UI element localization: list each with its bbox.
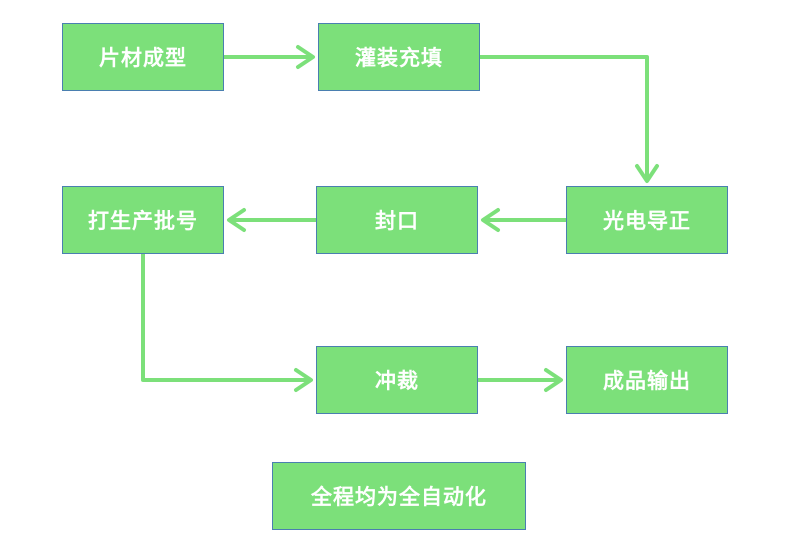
- node-sheet-forming-label: 片材成型: [99, 46, 187, 70]
- node-sheet-forming: 片材成型: [62, 23, 224, 91]
- node-photoelectric-alignment: 光电导正: [566, 186, 728, 254]
- edge-filling-to-alignment: [478, 55, 649, 182]
- node-sealing-label: 封口: [375, 209, 419, 233]
- arrowhead-punching: [294, 368, 313, 392]
- arrowhead-alignment: [635, 164, 659, 183]
- arrowhead-output: [544, 368, 563, 392]
- node-sealing: 封口: [316, 186, 478, 254]
- arrowhead-sealing: [481, 208, 500, 232]
- node-filling-label: 灌装充填: [355, 46, 443, 70]
- node-product-output: 成品输出: [566, 346, 728, 414]
- node-filling: 灌装充填: [318, 23, 480, 91]
- node-punching: 冲裁: [316, 346, 478, 414]
- node-photoelectric-alignment-label: 光电导正: [603, 209, 691, 233]
- node-punching-label: 冲裁: [375, 369, 419, 393]
- node-batch-number-printing: 打生产批号: [62, 186, 224, 254]
- node-product-output-label: 成品输出: [603, 369, 691, 393]
- automation-note-label: 全程均为全自动化: [311, 485, 487, 509]
- arrowhead-batch-printing: [227, 208, 246, 232]
- arrowhead-filling: [296, 45, 315, 69]
- edge-batch-printing-to-punching: [141, 252, 312, 382]
- automation-note: 全程均为全自动化: [272, 462, 526, 530]
- node-batch-number-printing-label: 打生产批号: [88, 209, 198, 233]
